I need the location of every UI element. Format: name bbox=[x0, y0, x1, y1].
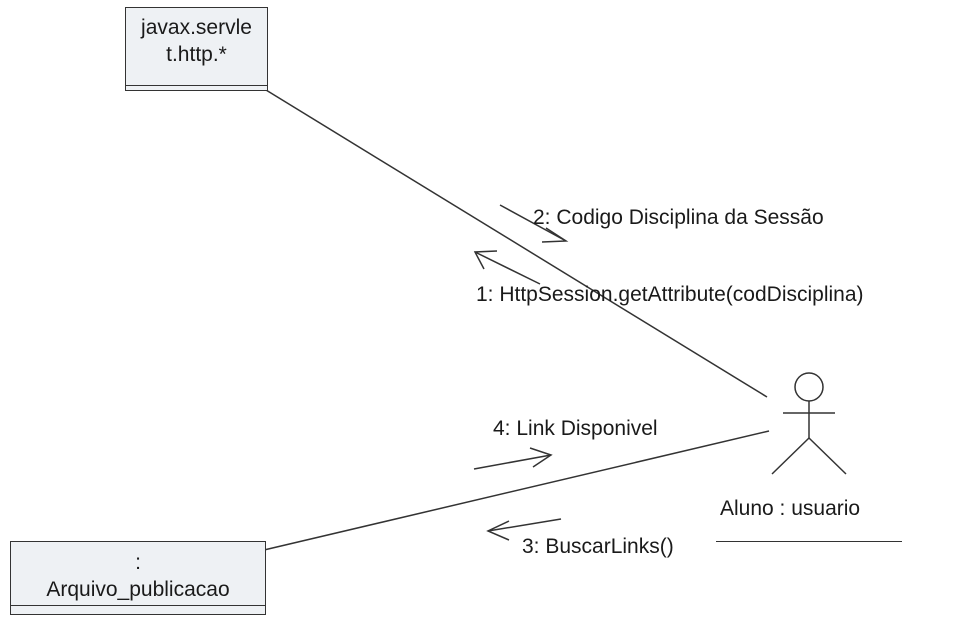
object-javax-servlet-http-line-1: javax.servle bbox=[141, 16, 252, 39]
object-arquivo-publicacao-line-1: : bbox=[135, 551, 141, 574]
object-javax-servlet-http: javax.servle t.http.* bbox=[125, 7, 268, 91]
message-4-label: 4: Link Disponivel bbox=[493, 417, 658, 440]
link-servlet-to-actor bbox=[265, 89, 768, 398]
actor-label-underline bbox=[716, 541, 902, 542]
actor-stick-figure-icon bbox=[771, 372, 847, 475]
object-box-divider bbox=[126, 85, 267, 86]
message-3-label: 3: BuscarLinks() bbox=[522, 535, 674, 558]
message-4-arrow bbox=[473, 447, 553, 470]
object-arquivo-publicacao-line-2: Arquivo_publicacao bbox=[46, 578, 230, 601]
link-arquivo-to-actor bbox=[263, 430, 770, 551]
message-2-arrow bbox=[499, 204, 569, 243]
message-1-label: 1: HttpSession.getAttribute(codDisciplin… bbox=[476, 283, 864, 306]
message-3-arrow bbox=[486, 518, 562, 541]
object-javax-servlet-http-line-2: t.http.* bbox=[166, 43, 227, 66]
message-1-arrow bbox=[473, 250, 541, 285]
object-box-divider bbox=[11, 605, 265, 606]
actor-label: Aluno : usuario bbox=[720, 497, 861, 520]
message-2-label: 2: Codigo Disciplina da Sessão bbox=[533, 206, 824, 229]
object-arquivo-publicacao: : Arquivo_publicacao bbox=[10, 541, 266, 615]
